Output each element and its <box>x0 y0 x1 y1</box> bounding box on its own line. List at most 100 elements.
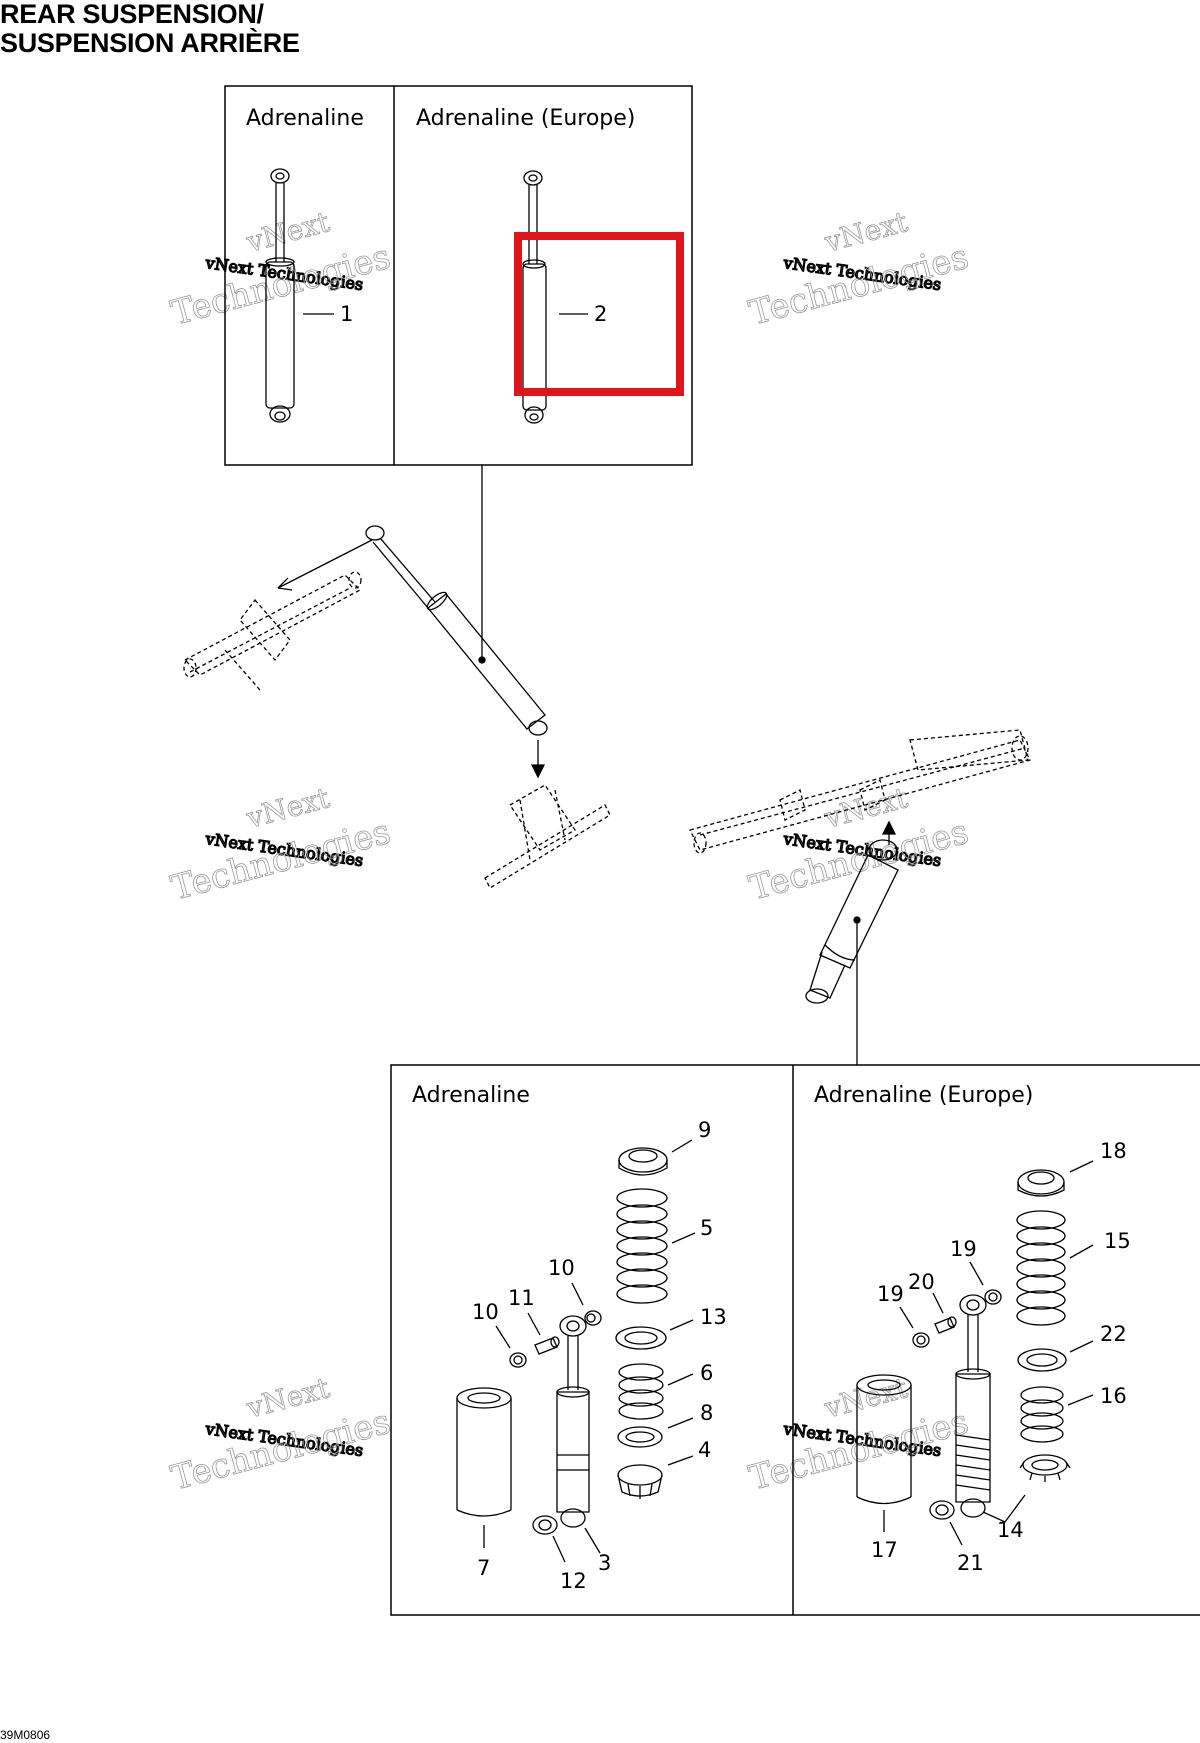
arrow-to-front-arm <box>277 539 373 589</box>
leader-3 <box>584 1527 601 1554</box>
callout-7: 7 <box>477 1556 490 1580</box>
bushing-19-upper <box>984 1289 1002 1305</box>
svg-text:vNext: vNext <box>242 781 333 835</box>
boot-17 <box>856 1374 912 1505</box>
title-line-english: REAR SUSPENSION/ <box>0 0 264 29</box>
bushing-12 <box>532 1515 558 1535</box>
watermark-bottom-left: vNext vNext Technologies Technologies <box>167 1371 396 1500</box>
callout-4: 4 <box>698 1438 711 1462</box>
callout-17: 17 <box>871 1538 898 1562</box>
callout-22: 22 <box>1100 1322 1127 1346</box>
leader-4 <box>667 1455 694 1466</box>
svg-text:vNext: vNext <box>820 1371 911 1425</box>
arrow-head-rear-arm <box>881 820 897 835</box>
svg-text:vNext: vNext <box>820 781 911 835</box>
leader-10-upper <box>571 1282 584 1306</box>
callout-9: 9 <box>698 1118 711 1142</box>
leader-14 <box>982 1494 1026 1523</box>
sleeve-20 <box>934 1316 957 1334</box>
callout-19-lower: 19 <box>877 1282 904 1306</box>
adjuster-nut-4 <box>617 1464 663 1499</box>
watermark-top-left: vNext vNext Technologies Technologies <box>167 205 396 335</box>
top-panel-label-adrenaline: Adrenaline <box>246 106 364 131</box>
leader-21 <box>949 1521 963 1546</box>
callout-20: 20 <box>908 1270 935 1294</box>
callout-14: 14 <box>997 1518 1024 1542</box>
front-arm-assembly <box>183 571 362 691</box>
bottom-panel-label-adrenaline: Adrenaline <box>412 1083 530 1108</box>
watermark-middle-right: vNext vNext Technologies Technologies <box>745 781 974 910</box>
arrow-head-front-arm <box>277 577 293 591</box>
callout-8: 8 <box>700 1401 713 1425</box>
callout-5: 5 <box>700 1216 713 1240</box>
callout-6: 6 <box>700 1361 713 1385</box>
callout-16: 16 <box>1100 1384 1127 1408</box>
leader-5 <box>671 1232 696 1244</box>
bushing-21 <box>929 1500 955 1520</box>
callout-15: 15 <box>1104 1229 1131 1253</box>
watermark-top-right: vNext vNext Technologies Technologies <box>745 205 974 335</box>
spring-16 <box>1020 1386 1064 1443</box>
arrow-head-rear-mount <box>530 764 546 779</box>
shock-body-14 <box>955 1294 991 1518</box>
spring-seat-18 <box>1017 1169 1065 1197</box>
leader-20 <box>932 1292 944 1314</box>
shock-body-3 <box>556 1315 590 1528</box>
top-panels-frame <box>224 85 693 466</box>
callout-11: 11 <box>508 1286 535 1310</box>
bushing-10-upper <box>584 1310 602 1326</box>
bottom-panels-frame <box>390 1064 1200 1616</box>
callout-10-lower: 10 <box>472 1300 499 1324</box>
callout-12: 12 <box>560 1569 587 1593</box>
rear-mount-bracket <box>484 784 611 889</box>
boot-7 <box>456 1387 512 1517</box>
ring-8 <box>617 1426 663 1448</box>
title-line-french: SUSPENSION ARRIÈRE <box>0 28 300 58</box>
callout-13: 13 <box>700 1305 727 1329</box>
leader-12 <box>552 1535 566 1563</box>
leader-22 <box>1069 1340 1094 1353</box>
callout-3: 3 <box>598 1551 611 1575</box>
svg-text:vNext: vNext <box>242 205 333 259</box>
middle-shock-absorber <box>365 525 548 736</box>
leader-11 <box>527 1312 541 1336</box>
spring-seat-9 <box>618 1147 668 1176</box>
watermark-bottom-right: vNext vNext Technologies Technologies <box>745 1371 974 1500</box>
callout-18: 18 <box>1100 1139 1127 1163</box>
leader-19-lower <box>899 1306 914 1329</box>
callout-21: 21 <box>957 1551 984 1575</box>
top-panel-label-adrenaline-europe: Adrenaline (Europe) <box>416 106 635 131</box>
bushing-10-lower <box>509 1352 527 1368</box>
leader-6 <box>667 1373 694 1386</box>
shock-absorber-part-2 <box>522 170 547 424</box>
bushing-19-lower <box>912 1332 930 1348</box>
highlight-box <box>514 232 684 396</box>
watermark-middle-left: vNext vNext Technologies Technologies <box>167 781 396 910</box>
leader-16 <box>1067 1394 1094 1406</box>
sleeve-11 <box>534 1336 560 1355</box>
page-title: REAR SUSPENSION/ SUSPENSION ARRIÈRE <box>0 0 300 58</box>
spring-15 <box>1016 1210 1066 1326</box>
leader-8 <box>667 1417 694 1429</box>
leader-15 <box>1069 1244 1094 1259</box>
spring-6 <box>618 1363 664 1420</box>
spring-seat-13 <box>615 1326 667 1350</box>
rear-shock-absorber-assembled <box>805 839 899 1004</box>
leader-19-upper <box>969 1261 984 1286</box>
callout-2: 2 <box>594 302 607 326</box>
svg-text:vNext: vNext <box>242 1371 333 1425</box>
spring-seat-22 <box>1017 1348 1067 1372</box>
adjuster-nut-14 <box>1019 1454 1071 1482</box>
leader-10-lower <box>495 1325 511 1349</box>
callout-10-upper: 10 <box>548 1256 575 1280</box>
drawing-code: 39M0806 <box>0 1728 51 1742</box>
bottom-panel-label-adrenaline-europe: Adrenaline (Europe) <box>814 1083 1033 1108</box>
spring-5 <box>616 1188 668 1304</box>
callout-1: 1 <box>340 302 353 326</box>
shock-absorber-part-1 <box>265 168 295 423</box>
leader-18 <box>1069 1160 1094 1173</box>
rear-arm-assembly <box>689 729 1031 854</box>
leader-9 <box>671 1139 693 1153</box>
leader-13 <box>669 1319 694 1331</box>
